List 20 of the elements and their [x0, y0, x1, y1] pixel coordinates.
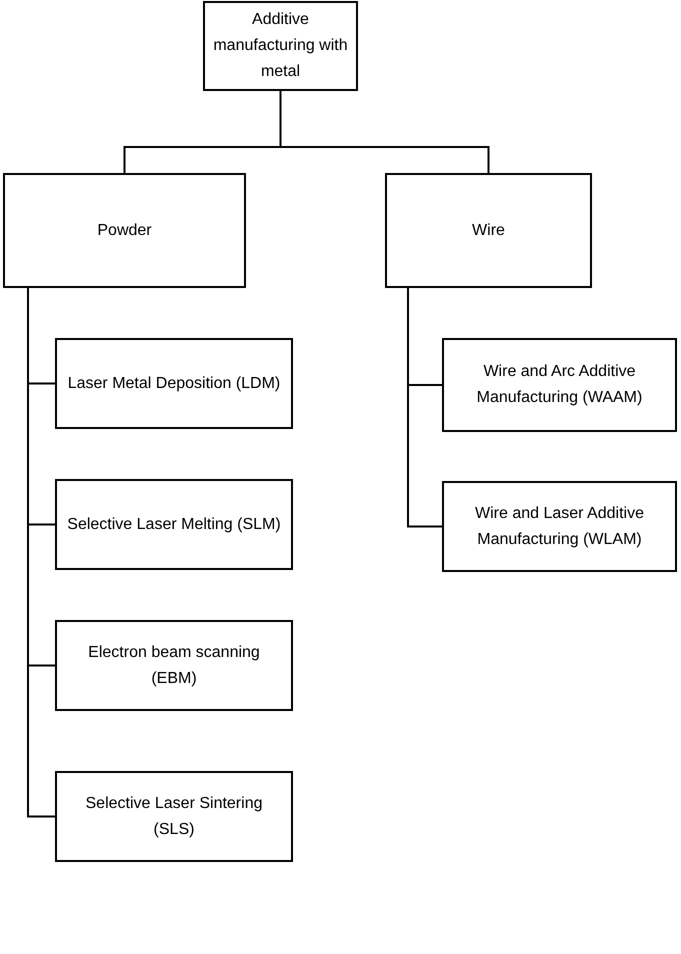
connector-line — [407, 288, 442, 528]
box-label: Electron beam scanning (EBM) — [87, 642, 261, 688]
process-box — [442, 481, 677, 572]
box-label: Selective Laser Sintering (SLS) — [84, 794, 264, 840]
process-box — [55, 620, 293, 711]
process-box — [55, 771, 293, 862]
process-box — [203, 1, 358, 91]
box-label: Wire — [472, 220, 505, 240]
process-box — [55, 479, 293, 570]
process-box — [442, 338, 677, 432]
box-label: Wire and Laser Additive Manufacturing (WLAM) — [474, 504, 645, 550]
connector-line — [280, 91, 490, 173]
box-label: Selective Laser Melting (SLM) — [67, 514, 281, 534]
process-box — [55, 338, 293, 429]
box-label: Additive manufacturing with metal — [213, 10, 348, 82]
process-box — [3, 173, 246, 288]
box-label: Laser Metal Deposition (LDM) — [68, 374, 280, 394]
process-box — [385, 173, 592, 288]
box-label: Wire and Arc Additive Manufacturing (WAAM) — [476, 362, 644, 408]
box-label: Powder — [97, 220, 152, 240]
